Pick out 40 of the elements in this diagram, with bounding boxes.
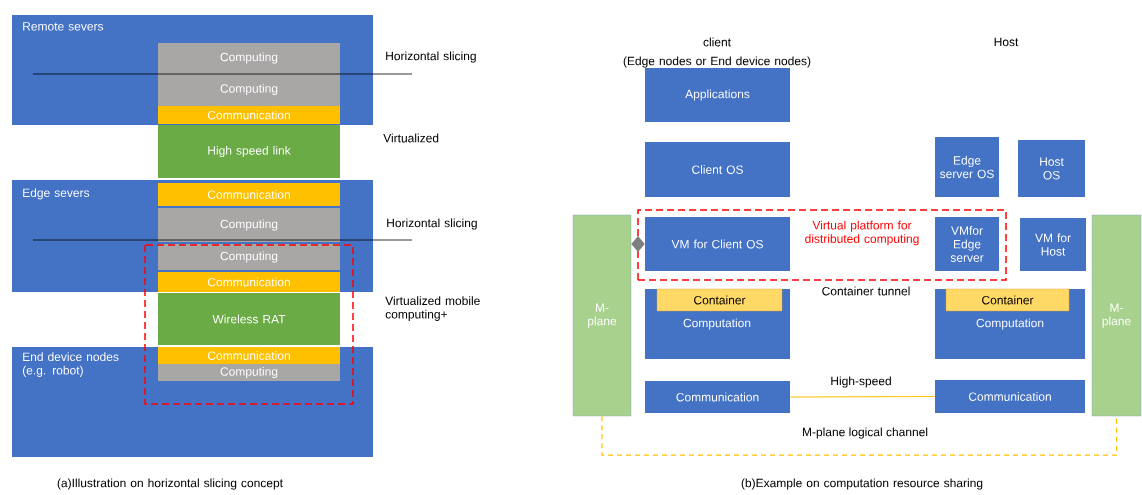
- computing-block: Computing: [158, 208, 340, 242]
- layer-box: Host OS: [1018, 140, 1085, 197]
- layer-box: Client OS: [645, 142, 790, 197]
- annotation: Virtualized: [383, 133, 439, 143]
- annotation: Virtualized mobile computing+: [385, 296, 480, 321]
- layer-box: Applications: [645, 68, 790, 122]
- slicing-label: Horizontal slicing: [387, 218, 477, 230]
- vm-box: VMfor Edge server: [935, 217, 999, 271]
- node-label: Computing: [220, 52, 278, 64]
- caption: (a)Illustration on horizontal slicing concept: [57, 478, 283, 490]
- column-subheading: (Edge nodes or End device nodes): [623, 56, 811, 68]
- annotation: Container tunnel: [822, 286, 910, 296]
- communication-block: Communication: [158, 347, 340, 364]
- m-plane-box: M- plane: [1091, 214, 1142, 417]
- container-box: Container: [656, 288, 783, 312]
- communication-box: Communication: [935, 380, 1085, 413]
- link-block: High speed link: [158, 125, 340, 178]
- caption: (b)Example on computation resource sharing: [741, 478, 983, 490]
- vm-box: VM for Client OS: [645, 217, 790, 271]
- connector-line: [789, 395, 936, 398]
- computing-block: Computing: [158, 43, 340, 73]
- communication-block: Communication: [158, 106, 340, 124]
- computing-block: Computing: [158, 73, 340, 106]
- link-block: Wireless RAT: [158, 293, 340, 345]
- layer-box: Edge server OS: [935, 137, 999, 197]
- computing-block: Computing: [158, 364, 340, 381]
- m-plane-box: M- plane: [572, 214, 632, 417]
- communication-box: Communication: [645, 381, 790, 413]
- communication-block: Communication: [158, 183, 340, 206]
- connector-line: [601, 415, 1118, 456]
- computing-block: Computing: [158, 244, 340, 270]
- edge-label: M-plane logical channel: [800, 426, 930, 440]
- arrow: [631, 235, 645, 253]
- communication-block: Communication: [158, 272, 340, 292]
- container-box: Container: [945, 288, 1070, 312]
- vm-box: VM for Host: [1020, 218, 1086, 271]
- column-heading: client: [703, 37, 731, 47]
- edge-label: High-speed: [829, 375, 893, 389]
- column-heading: Host: [994, 37, 1019, 47]
- slicing-label: Horizontal slicing: [386, 51, 476, 63]
